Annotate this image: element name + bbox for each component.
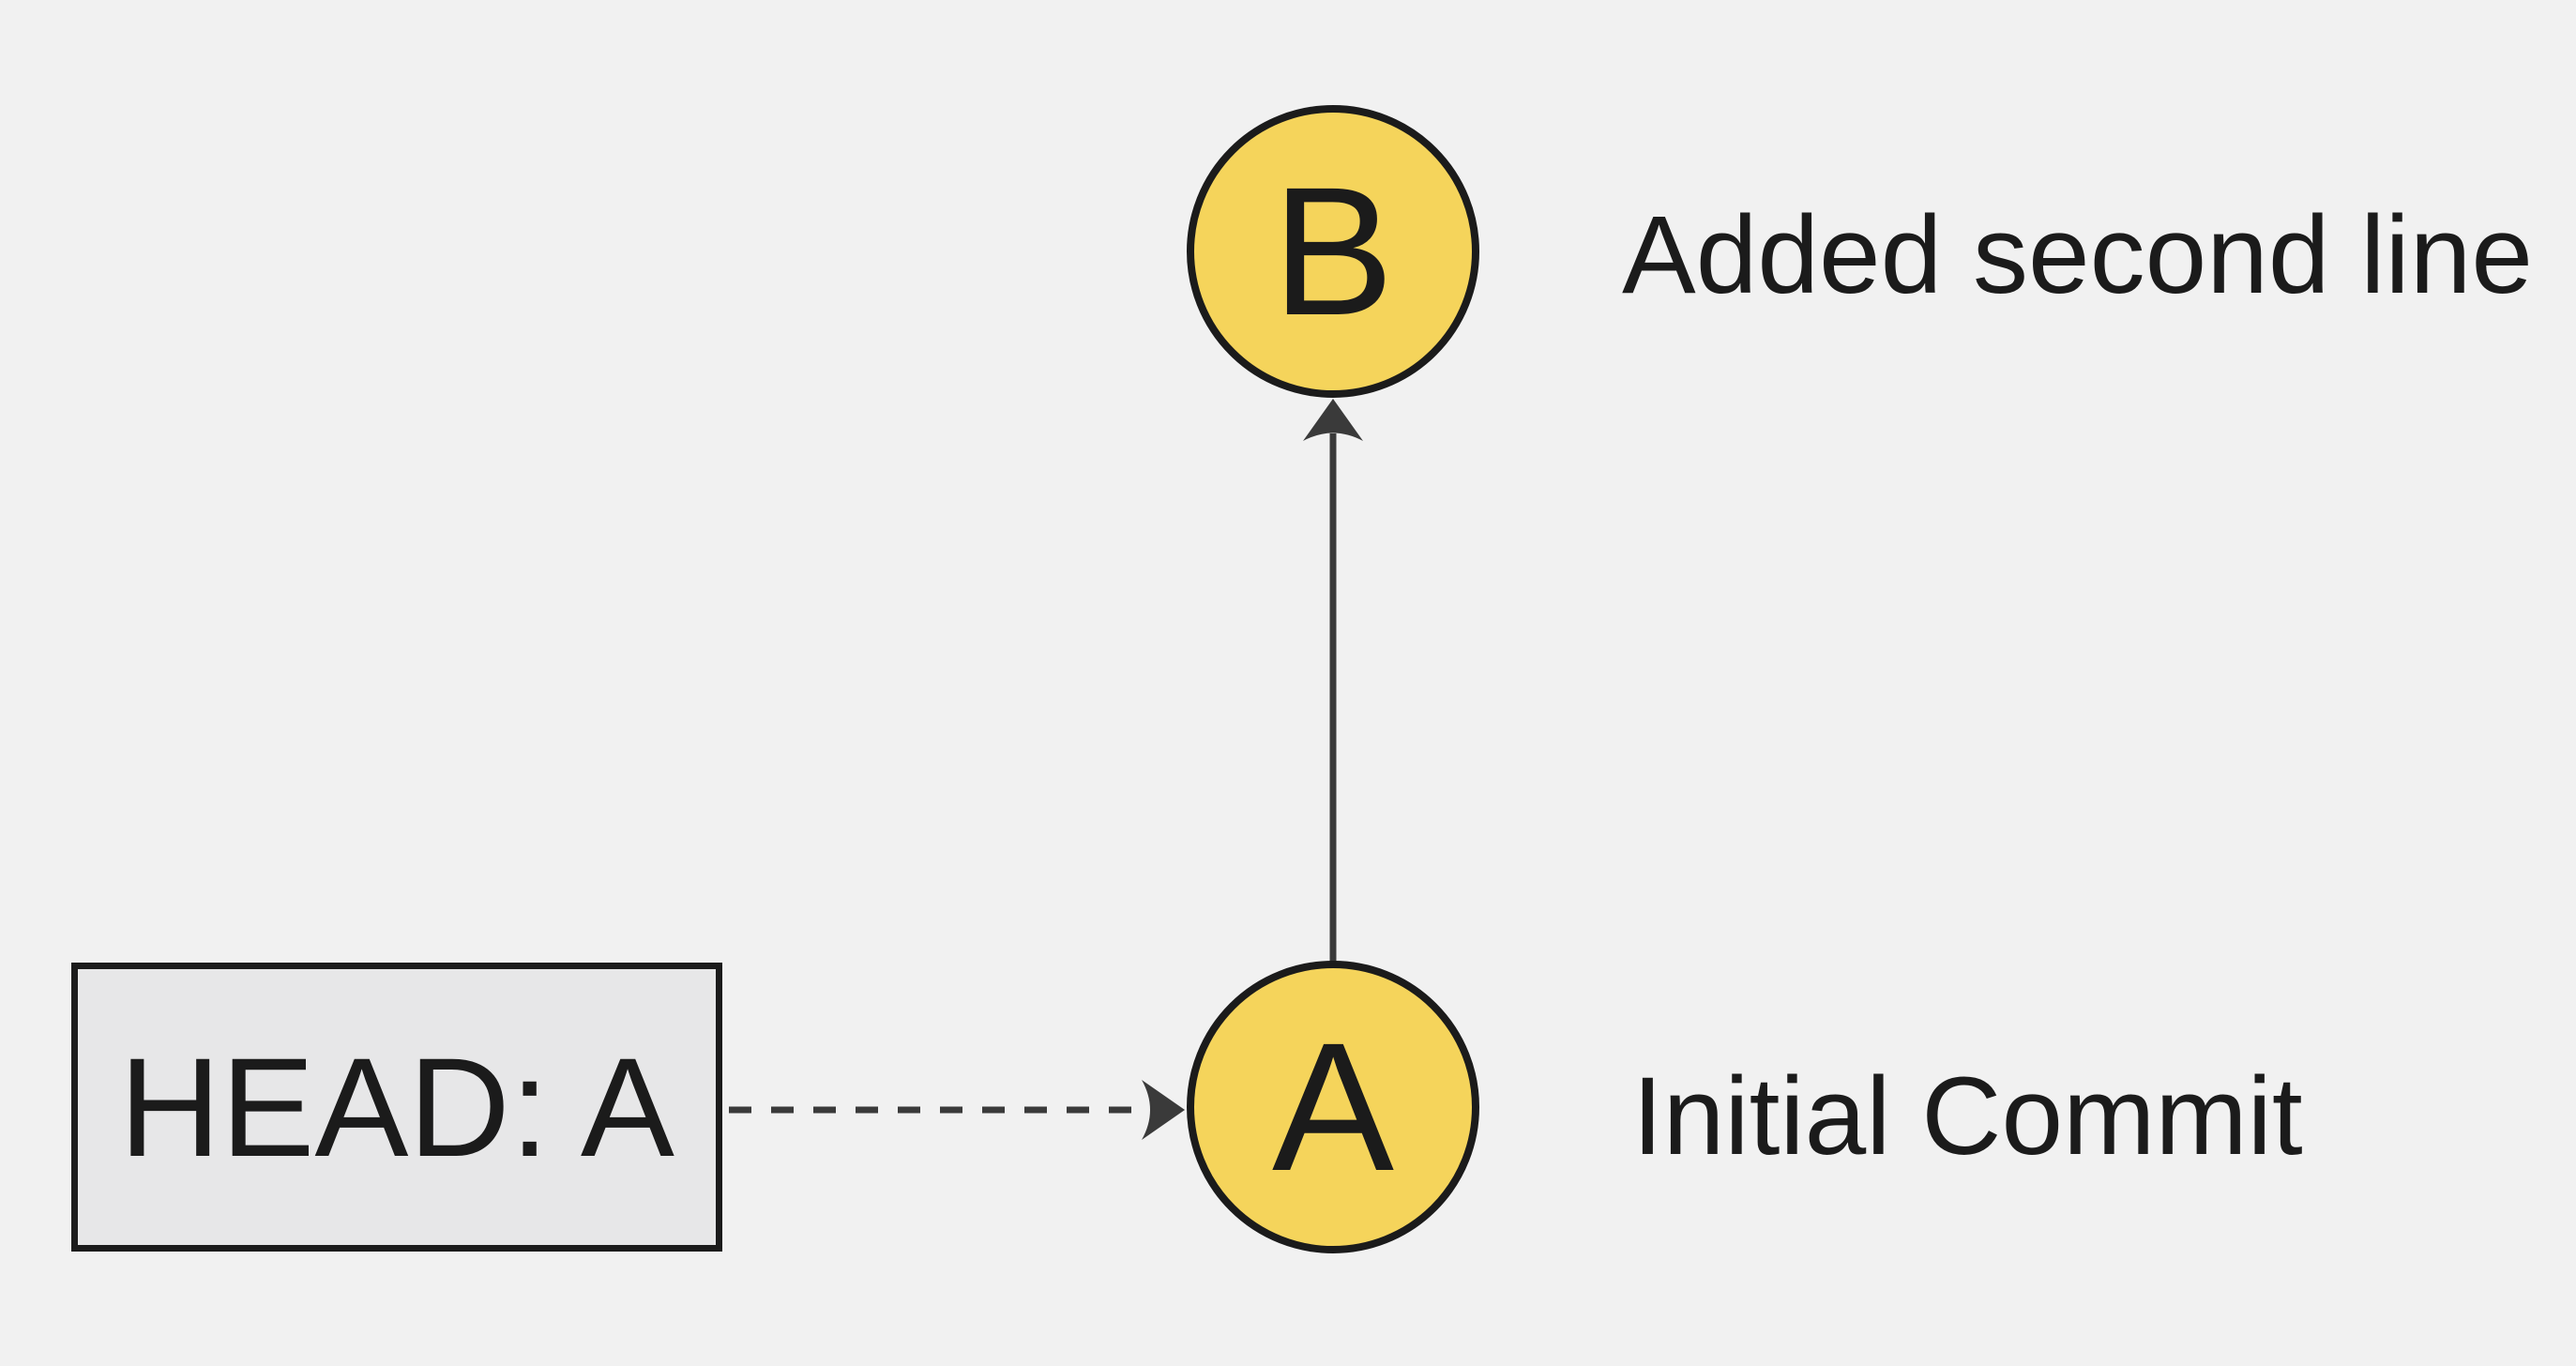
head-pointer-arrowhead-icon — [1142, 1080, 1185, 1140]
commit-message-a: Initial Commit — [1632, 1055, 2303, 1178]
head-ref-box: HEAD: A — [71, 963, 722, 1252]
commit-message-b: Added second line — [1622, 193, 2533, 317]
commit-node-b: B — [1187, 105, 1479, 398]
commit-node-a: A — [1187, 961, 1479, 1253]
commit-edge-arrowhead-icon — [1303, 399, 1363, 441]
